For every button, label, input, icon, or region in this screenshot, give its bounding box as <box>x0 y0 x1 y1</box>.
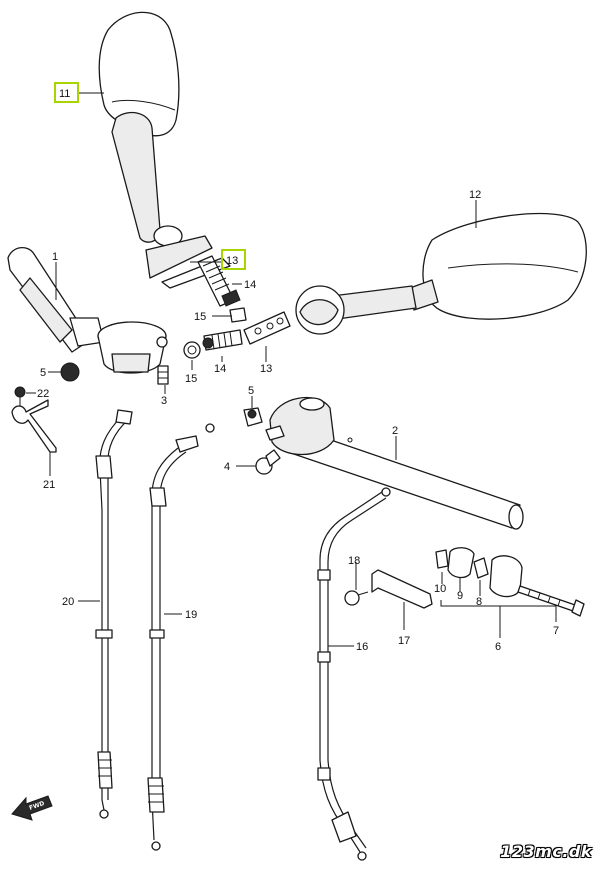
clutch-cable[interactable] <box>317 487 391 861</box>
callout-10[interactable]: 10 <box>434 583 446 595</box>
balancer-weight[interactable] <box>489 555 523 598</box>
left-mirror[interactable] <box>98 11 231 289</box>
cable-clamp-bolt[interactable] <box>344 590 369 606</box>
callout-11[interactable]: 11 <box>59 88 70 100</box>
callout-1[interactable]: 1 <box>52 251 58 263</box>
left-grip[interactable] <box>7 247 105 353</box>
mirror-bolt-upper[interactable] <box>197 255 241 307</box>
callout-22[interactable]: 22 <box>37 388 49 400</box>
mirror-nut-upper[interactable] <box>229 307 247 323</box>
balancer-washer[interactable] <box>435 549 449 569</box>
throttle-cap[interactable] <box>243 407 263 427</box>
callout-16[interactable]: 16 <box>356 641 368 653</box>
watermark-logo: 123mc.dk <box>500 842 592 861</box>
fwd-arrow-icon: FWD <box>11 795 53 821</box>
callout-8[interactable]: 8 <box>476 596 482 608</box>
cable-clamp[interactable] <box>371 569 433 609</box>
throttle-screw[interactable] <box>255 449 281 475</box>
throttle-cable-pull[interactable] <box>95 409 133 819</box>
callout-13-lower[interactable]: 13 <box>260 363 272 375</box>
callout-3[interactable]: 3 <box>161 395 167 407</box>
mirror-nut-lower[interactable] <box>183 341 201 359</box>
mirror-bolt-lower[interactable] <box>202 329 243 351</box>
callout-15-lower[interactable]: 15 <box>185 373 197 385</box>
right-mirror[interactable] <box>295 212 587 335</box>
left-switch-clamp[interactable] <box>97 321 168 374</box>
balancer-collar[interactable] <box>473 557 489 579</box>
callout-13-upper[interactable]: 13 <box>226 255 238 267</box>
mirror-clamp[interactable] <box>243 311 291 345</box>
callout-18[interactable]: 18 <box>348 555 360 567</box>
callout-4[interactable]: 4 <box>224 461 230 473</box>
cable-bracket[interactable] <box>11 399 57 453</box>
callout-17[interactable]: 17 <box>398 635 410 647</box>
throttle-cable-return[interactable] <box>147 423 215 851</box>
callout-9[interactable]: 9 <box>457 590 463 602</box>
callout-21[interactable]: 21 <box>43 479 55 491</box>
handlebar[interactable] <box>265 396 524 530</box>
callout-12[interactable]: 12 <box>469 189 481 201</box>
clamp-screw[interactable] <box>157 365 169 385</box>
callout-14-upper[interactable]: 14 <box>244 279 256 291</box>
fwd-label: FWD <box>28 800 45 812</box>
callout-5-left[interactable]: 5 <box>40 367 46 379</box>
highlight-box-11 <box>54 82 79 103</box>
highlight-box-13 <box>221 249 246 270</box>
callout-6[interactable]: 6 <box>495 641 501 653</box>
callout-15-upper[interactable]: 15 <box>194 311 206 323</box>
callout-2[interactable]: 2 <box>392 425 398 437</box>
balancer-weight-inner[interactable] <box>447 547 475 579</box>
callout-5-right[interactable]: 5 <box>248 385 254 397</box>
bar-end-cap-left[interactable] <box>60 362 80 382</box>
callout-19[interactable]: 19 <box>185 609 197 621</box>
callout-14-lower[interactable]: 14 <box>214 363 226 375</box>
leader-lines <box>26 92 557 647</box>
callout-20[interactable]: 20 <box>62 596 74 608</box>
balancer-bolt[interactable] <box>517 585 585 617</box>
callout-7[interactable]: 7 <box>553 625 559 637</box>
callout-labels: 11 12 13 1 14 15 14 13 15 5 3 22 21 5 4 … <box>37 82 559 653</box>
